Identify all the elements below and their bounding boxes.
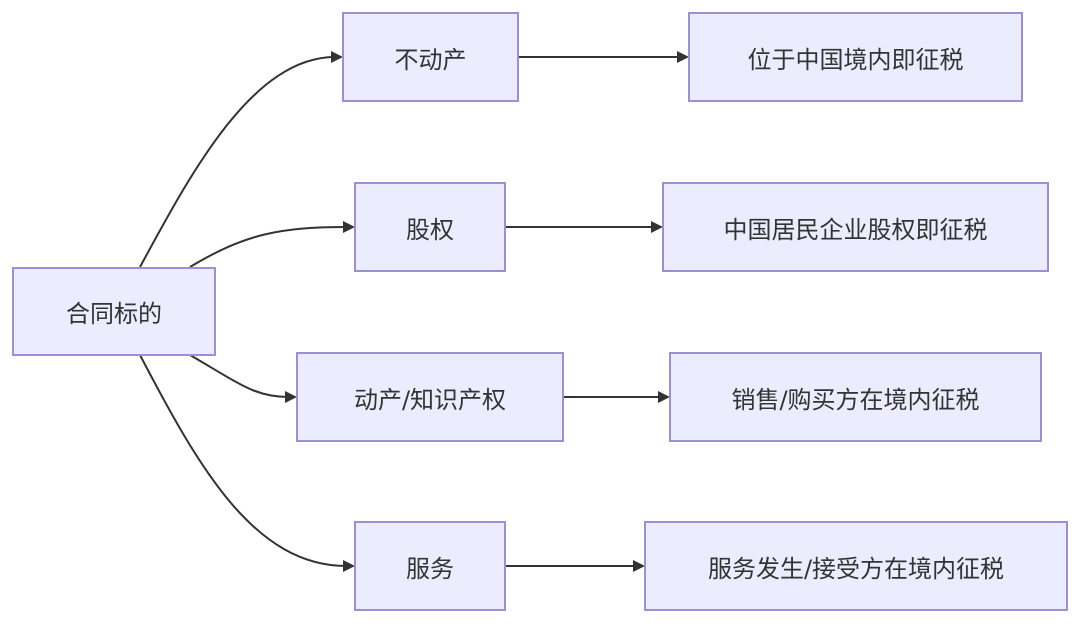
node-equity: 股权 [354,182,506,272]
arrowhead [633,560,645,572]
node-rule-real-estate: 位于中国境内即征税 [688,12,1023,102]
node-rule-movable-property-ip: 销售/购买方在境内征税 [669,352,1042,442]
arrowhead [343,221,355,233]
node-rule-services: 服务发生/接受方在境内征税 [644,521,1068,611]
node-movable-property-ip: 动产/知识产权 [296,352,564,442]
node-services: 服务 [354,521,506,611]
edge-root-to-equity [189,226,348,268]
arrowhead [343,560,355,572]
node-root-contract-subject: 合同标的 [12,267,216,356]
edge-root-to-services [139,354,348,567]
edge-root-to-movable-ip [189,354,290,398]
node-real-estate: 不动产 [342,12,519,102]
node-rule-equity: 中国居民企业股权即征税 [662,182,1049,272]
arrowhead [331,51,343,63]
arrowhead [285,391,297,403]
edge-root-to-real-estate [139,56,336,268]
arrowhead [658,391,670,403]
arrowhead [651,221,663,233]
arrowhead [677,51,689,63]
